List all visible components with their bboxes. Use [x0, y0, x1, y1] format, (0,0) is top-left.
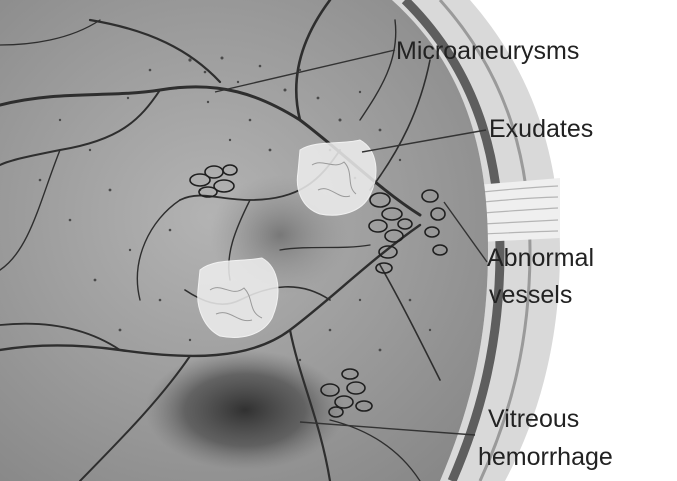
label-abnormal-vessels-line1: Abnormal: [487, 244, 594, 272]
label-abnormal-vessels-line2: vessels: [489, 281, 572, 309]
label-vitreous-hemorrhage-line2: hemorrhage: [478, 443, 613, 471]
label-vitreous-hemorrhage-line1: Vitreous: [488, 405, 579, 433]
label-exudates: Exudates: [489, 115, 593, 143]
hemorrhage-patch: [145, 350, 345, 470]
label-microaneurysms: Microaneurysms: [396, 37, 579, 65]
